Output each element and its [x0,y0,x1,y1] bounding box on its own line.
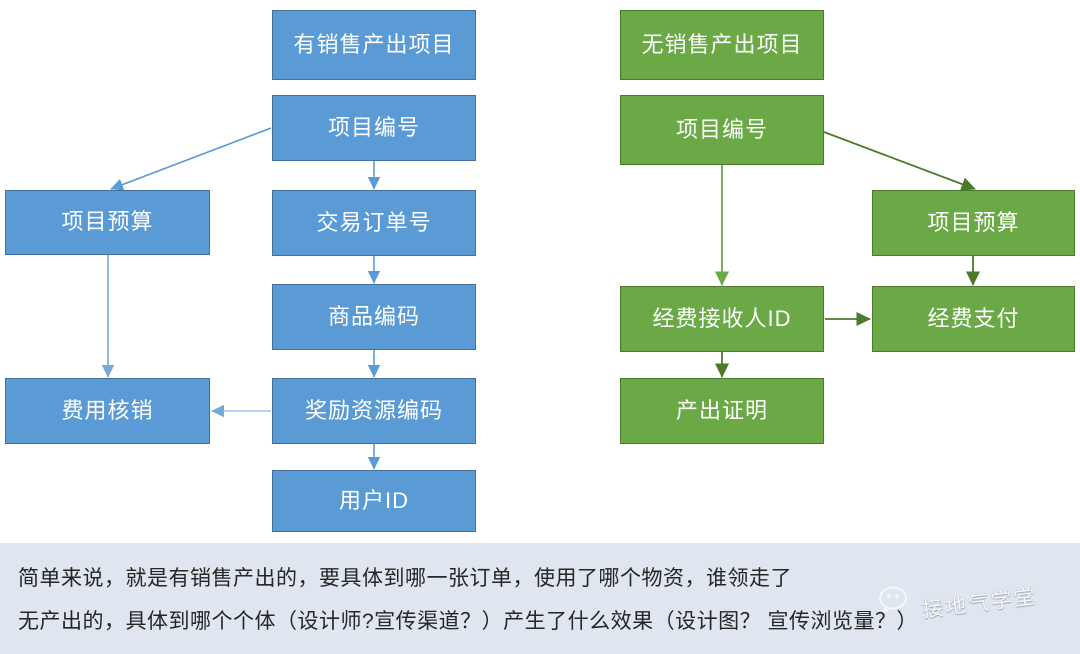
flow-node-n8[interactable]: 用户ID [272,470,476,532]
flow-node-label: 用户ID [338,487,409,513]
flow-node-n6[interactable]: 费用核销 [5,378,210,444]
flow-node-n9[interactable]: 无销售产出项目 [620,10,824,80]
flow-node-n10[interactable]: 项目编号 [620,95,824,165]
edge-project-no-to-budget [110,127,272,191]
flow-node-n5[interactable]: 商品编码 [272,284,476,350]
flow-node-n7[interactable]: 奖励资源编码 [272,378,476,444]
caption-panel: 简单来说，就是有销售产出的，要具体到哪一张订单，使用了哪个物资，谁领走了 无产出… [0,543,1080,654]
flow-node-n4[interactable]: 交易订单号 [272,190,476,256]
flow-node-n12[interactable]: 经费接收人ID [620,286,824,352]
flow-node-label: 无销售产出项目 [641,31,803,57]
edge-g-project-no-to-budget [823,131,976,191]
flow-node-label: 项目预算 [61,209,154,235]
flow-node-label: 产出证明 [675,397,768,423]
flow-node-label: 经费接收人ID [652,305,792,331]
caption-line-2: 无产出的，具体到哪个个体（设计师?宣传渠道？）产生了什么效果（设计图？ 宣传浏览… [18,610,919,633]
flow-node-n14[interactable]: 产出证明 [620,378,824,444]
flow-node-label: 奖励资源编码 [304,397,443,423]
flow-node-n1[interactable]: 有销售产出项目 [272,10,476,80]
caption-line-1: 简单来说，就是有销售产出的，要具体到哪一张订单，使用了哪个物资，谁领走了 [18,567,792,590]
flow-node-label: 项目预算 [927,209,1020,235]
flow-node-n3[interactable]: 项目预算 [5,190,210,255]
flow-node-label: 经费支付 [927,305,1020,331]
flow-node-label: 项目编号 [327,114,420,140]
flow-node-n13[interactable]: 经费支付 [872,286,1075,352]
flow-node-label: 交易订单号 [316,209,432,235]
flow-node-label: 项目编号 [675,116,768,142]
flow-node-label: 有销售产出项目 [293,31,455,57]
flow-node-label: 费用核销 [61,397,154,423]
flow-node-n2[interactable]: 项目编号 [272,95,476,161]
flow-node-label: 商品编码 [327,303,420,329]
flow-node-n11[interactable]: 项目预算 [872,190,1075,256]
